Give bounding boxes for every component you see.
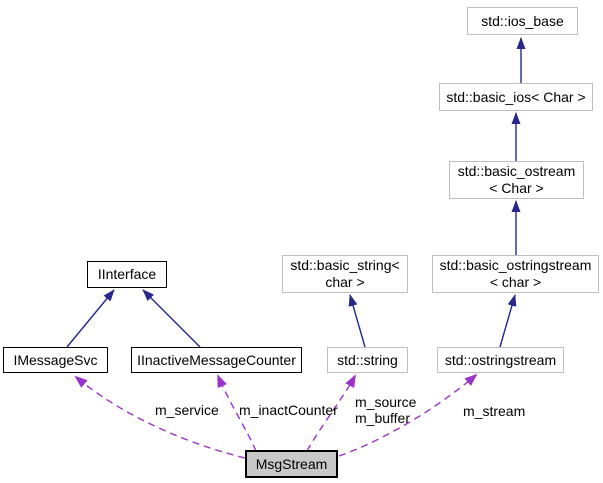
node-std-ios-base: std::ios_base — [467, 7, 578, 35]
node-label: std::ostringstream — [444, 351, 557, 368]
edge-msgstream-m-service — [74, 375, 246, 459]
node-label-line2: < Char > — [489, 180, 544, 196]
edge-imessagesvc-to-iinterface — [66, 289, 115, 348]
node-std-basic-string: std::basic_string< char > — [282, 255, 408, 293]
node-label-line1: std::basic_ostringstream — [439, 257, 592, 273]
edge-ostringstream-to-basic-ostringstream — [499, 294, 517, 348]
node-std-basic-ios: std::basic_ios< Char > — [439, 83, 593, 111]
edge-label-m-source: m_source — [355, 394, 417, 410]
node-std-string: std::string — [327, 347, 408, 373]
node-label-line1: std::basic_string< — [290, 257, 400, 273]
edge-label-m-buffer: m_buffer — [355, 410, 410, 426]
edge-string-to-basic-string — [348, 294, 366, 348]
node-msgstream-current: MsgStream — [245, 450, 338, 478]
node-label: MsgStream — [255, 455, 328, 472]
node-imessagesvc[interactable]: IMessageSvc — [3, 347, 108, 373]
node-std-basic-ostringstream: std::basic_ostringstream < char > — [432, 255, 599, 293]
node-iinactivemessagecounter[interactable]: IInactiveMessageCounter — [131, 347, 302, 373]
node-label: std::ios_base — [481, 12, 564, 29]
node-label-line1: std::basic_ostream — [457, 163, 576, 179]
edge-label-m-stream: m_stream — [463, 403, 526, 419]
node-label: std::string — [337, 351, 398, 368]
node-label: IMessageSvc — [13, 351, 98, 368]
node-std-basic-ostream: std::basic_ostream < Char > — [449, 161, 584, 199]
node-label-line2: char > — [325, 274, 365, 290]
edge-label-m-source-m-buffer: m_source m_buffer — [355, 394, 416, 426]
node-label-line2: < char > — [489, 274, 542, 290]
node-iinterface[interactable]: IInterface — [87, 261, 167, 288]
node-label: std::basic_ios< Char > — [446, 88, 586, 105]
edge-label-m-service: m_service — [155, 402, 219, 418]
node-std-ostringstream: std::ostringstream — [437, 347, 564, 373]
edge-label-m-inactcounter: m_inactCounter — [239, 402, 338, 418]
node-label: IInterface — [97, 266, 157, 282]
edge-iinactivemessagecounter-to-iinterface — [142, 289, 201, 348]
node-label: IInactiveMessageCounter — [137, 351, 296, 368]
edge-msgstream-m-stream — [338, 373, 478, 457]
edge-msgstream-m-inactcounter — [217, 374, 257, 452]
